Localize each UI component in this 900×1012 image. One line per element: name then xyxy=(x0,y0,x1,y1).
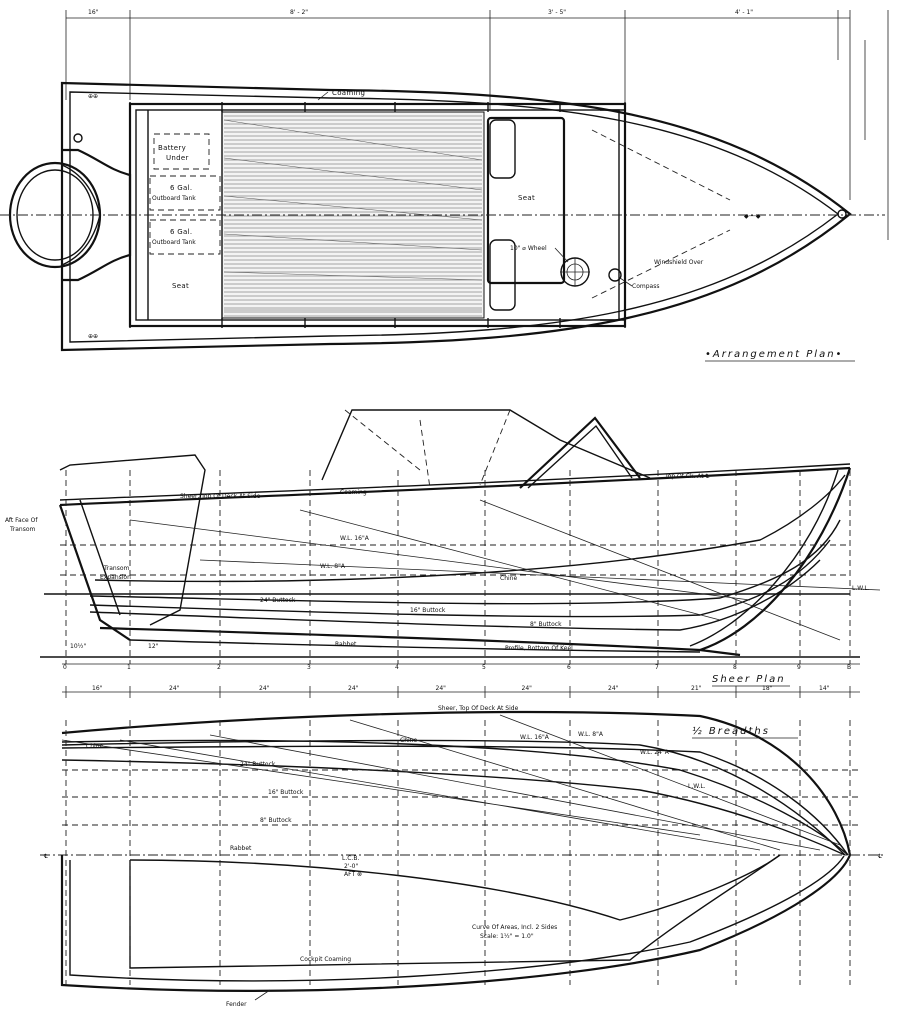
cockpit-coaming-label: Cockpit Coaming xyxy=(300,956,351,963)
tank2-type-label: Outboard Tank xyxy=(152,239,196,246)
station-spacing-dim: 24" xyxy=(169,685,180,692)
wl8-label: W.L. 8"A xyxy=(320,563,346,570)
svg-text:⊕⊕: ⊕⊕ xyxy=(88,93,98,100)
station-number: 3 xyxy=(307,664,311,671)
coaming-sheer-label: Coaming xyxy=(340,489,367,496)
arrangement-plan: 16" 8' - 2" 3' - 5" 4' - 1" ⊕⊕ ⊕⊕ Batter… xyxy=(0,9,889,362)
lwl-hb-label: L.W.L. xyxy=(688,783,706,790)
station-number: 4 xyxy=(395,664,399,671)
transom-dim-a: 10½" xyxy=(70,643,86,650)
tank2-size-label: 6 Gal. xyxy=(170,228,192,236)
arrangement-plan-title: •Arrangement Plan• xyxy=(705,349,843,360)
buttock24-hb-label: 24" Buttock xyxy=(240,761,276,768)
wl16-label: W.L. 16"A xyxy=(340,535,370,542)
buttock16-label: 16" Buttock xyxy=(410,607,446,614)
hull-outline xyxy=(60,81,852,352)
station-spacing-dim: 21" xyxy=(691,685,702,692)
half-breadths-plan: Sheer, Top Of Deck At Side ½ Breadths Ch… xyxy=(40,705,885,1008)
transom-exp-label2: Expansion xyxy=(100,574,131,581)
station-number: 6 xyxy=(567,664,571,671)
lcb-label3: AFT ⊗ xyxy=(344,871,362,878)
lcb-label2: 2'-0" xyxy=(344,863,358,870)
lcb-label1: L.C.B. xyxy=(342,855,359,862)
station-number: 2 xyxy=(217,664,221,671)
station-spacing-dim: 14" xyxy=(819,685,830,692)
deck-planking xyxy=(223,115,483,317)
tank1-size-label: 6 Gal. xyxy=(170,184,192,192)
buttock8-hb-label: 8" Buttock xyxy=(260,817,292,824)
chine-hb-aft-label: Chine xyxy=(86,743,103,750)
svg-text:◆──◆: ◆──◆ xyxy=(744,213,761,220)
rabbet-sheer-label: Rabbet xyxy=(335,641,357,648)
buttock24-label: 24" Buttock xyxy=(260,597,296,604)
sheer-plan: Sheer, Top Of Deck At Side Coaming Top O… xyxy=(5,409,881,698)
coaming-label: Coaming xyxy=(332,89,365,97)
station-spacing-dim: 24" xyxy=(348,685,359,692)
station-number: 8 xyxy=(733,664,737,671)
top-of-ck-label: Top Of Ck. At ℄ xyxy=(664,473,710,480)
tank1-type-label: Outboard Tank xyxy=(152,195,196,202)
curve-areas-label2: Scale: 1½" = 1.0" xyxy=(480,933,534,940)
svg-text:℄: ℄ xyxy=(44,853,48,860)
dim-8ft-2in: 8' - 2" xyxy=(290,9,308,16)
profile-label: Profile, Bottom Of Keel xyxy=(505,645,573,652)
dim-4ft-1in: 4' - 1" xyxy=(735,9,753,16)
station-spacing-dim: 24" xyxy=(522,685,533,692)
station-number: 1 xyxy=(127,664,131,671)
station-number: B xyxy=(847,664,851,671)
buttock16-hb-label: 16" Buttock xyxy=(268,789,304,796)
station-spacing-dim: 18" xyxy=(762,685,773,692)
wl8-hb-label: W.L. 8"A xyxy=(578,731,604,738)
station-spacing-dim: 16" xyxy=(92,685,103,692)
windshield-label: Windshield Over xyxy=(654,259,704,266)
svg-text:⊕⊕: ⊕⊕ xyxy=(88,333,98,340)
fender-label: Fender xyxy=(226,1001,247,1008)
sheer-hb-label: Sheer, Top Of Deck At Side xyxy=(438,705,519,712)
battery-label: Battery xyxy=(158,144,186,152)
chine-sheer-label: Chine xyxy=(500,575,517,582)
station-number: 5 xyxy=(482,664,486,671)
transom-dim-b: 12" xyxy=(148,643,159,650)
station-number: 9 xyxy=(797,664,801,671)
station-spacing-dim: 24" xyxy=(259,685,270,692)
station-number: 7 xyxy=(655,664,659,671)
station-spacing-dim: 24" xyxy=(608,685,619,692)
curve-areas-label1: Curve Of Areas, Incl. 2 Sides xyxy=(472,924,557,931)
rabbet-hb-label: Rabbet xyxy=(230,845,252,852)
dim-16in: 16" xyxy=(88,9,99,16)
station-spacing-dim: 24" xyxy=(436,685,447,692)
wheel-label: 10" ⌀ Wheel xyxy=(510,245,547,252)
transom-label: Transom xyxy=(9,526,36,533)
aft-seat-label: Seat xyxy=(172,282,189,290)
transom-exp-label1: Transom xyxy=(103,565,130,572)
svg-text:℄: ℄ xyxy=(878,853,882,860)
lwl-sheer-label: L.W.L. xyxy=(852,585,870,592)
wl24-hb-label: W.L. 24"A xyxy=(640,749,670,756)
sheer-label: Sheer, Top Of Deck At Side xyxy=(180,493,261,500)
buttock8-label: 8" Buttock xyxy=(530,621,562,628)
wl16-hb-label: W.L. 16"A xyxy=(520,734,550,741)
compass-label: Compass xyxy=(632,283,659,290)
sheer-plan-title: Sheer Plan xyxy=(712,674,786,685)
station-number: 0 xyxy=(63,664,67,671)
dim-3ft-5in: 3' - 5" xyxy=(548,9,566,16)
fwd-seat-label: Seat xyxy=(518,194,535,202)
sheer-line xyxy=(59,466,851,507)
battery-under-label: Under xyxy=(166,154,189,162)
half-breadths-title: ½ Breadths xyxy=(692,725,770,737)
aft-face-label: Aft Face Of xyxy=(5,517,38,524)
sheer-half-breadth xyxy=(61,710,852,856)
